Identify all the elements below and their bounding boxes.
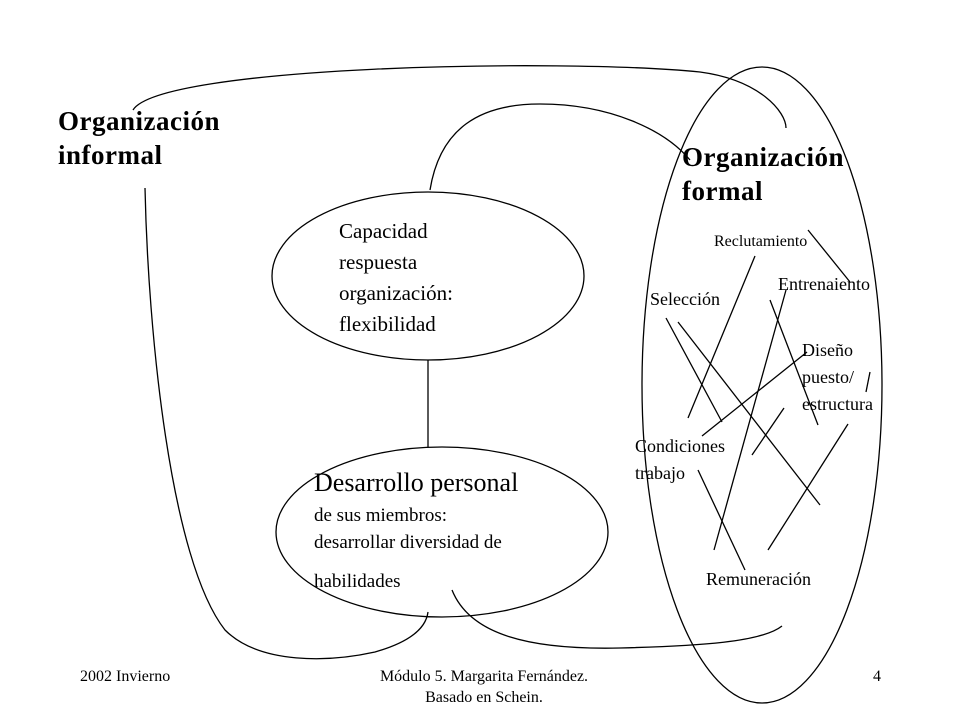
desarrollo-line-2: desarrollar diversidad de [314, 532, 502, 553]
formal-line-1: Organización [682, 142, 844, 172]
capacidad-line-4: flexibilidad [339, 312, 436, 336]
connector-estructura-remuneracion [767, 423, 849, 551]
condiciones-label: Condiciones trabajo [635, 433, 725, 487]
diseno-line-1: Diseño [802, 340, 853, 360]
desarrollo-line-1: de sus miembros: [314, 505, 447, 526]
connector-reclutamiento-condiciones [687, 255, 756, 419]
connector-seleccion-remuneracion [677, 321, 821, 506]
capacidad-top-arc [429, 103, 691, 191]
desarrollo-ellipse [275, 446, 609, 618]
condiciones-line-2: trabajo [635, 463, 685, 483]
informal-line-1: Organización [58, 106, 220, 136]
condiciones-line-1: Condiciones [635, 436, 725, 456]
informal-line-2: informal [58, 140, 163, 170]
capacidad-line-3: organización: [339, 281, 453, 305]
formal-organization-label: Organización formal [682, 140, 844, 208]
capacidad-line-2: respuesta [339, 250, 418, 274]
informal-left-loop [144, 187, 429, 660]
connector-diseno-remuneracion [865, 371, 871, 393]
desarrollo-bottom-arc [451, 589, 783, 649]
seleccion-label: Selección [650, 289, 720, 309]
diseno-line-2: puesto/ [802, 367, 854, 387]
formal-line-2: formal [682, 176, 763, 206]
informal-organization-label: Organización informal [58, 104, 220, 172]
footer-date: 2002 Invierno [80, 668, 171, 685]
capacidad-line-1: Capacidad [339, 219, 428, 243]
formal-organization-ellipse [641, 66, 883, 704]
connector-reclutamiento-entrenamiento [807, 229, 851, 283]
connector-trabajo-diseno [751, 407, 785, 456]
connector-diseno-condiciones [701, 351, 808, 437]
entrenamiento-label: Entrenaiento [778, 274, 870, 294]
informal-formal-arc [132, 65, 787, 129]
connector-seleccion-trabajo [665, 317, 723, 423]
desarrollo-text: de sus miembros: desarrollar diversidad … [314, 502, 502, 556]
diseno-line-3: estructura [802, 394, 873, 414]
remuneracion-label: Remuneración [706, 569, 811, 589]
diseno-label: Diseño puesto/ estructura [802, 337, 873, 418]
desarrollo-title: Desarrollo personal [314, 468, 519, 497]
connector-entrenamiento-remuneracion [713, 289, 787, 551]
footer-page-number: 4 [873, 668, 881, 685]
connector-condiciones-remuneracion [697, 469, 746, 571]
footer-credit-line-1: Módulo 5. Margarita Fernández. [379, 668, 589, 685]
footer-credit-line-2: Basado en Schein. [425, 689, 543, 706]
reclutamiento-label: Reclutamiento [714, 233, 808, 250]
capacidad-text: Capacidad respuesta organización: flexib… [339, 216, 453, 340]
footer-credit: Módulo 5. Margarita Fernández. Basado en… [356, 666, 612, 708]
desarrollo-line-3: habilidades [314, 571, 401, 592]
